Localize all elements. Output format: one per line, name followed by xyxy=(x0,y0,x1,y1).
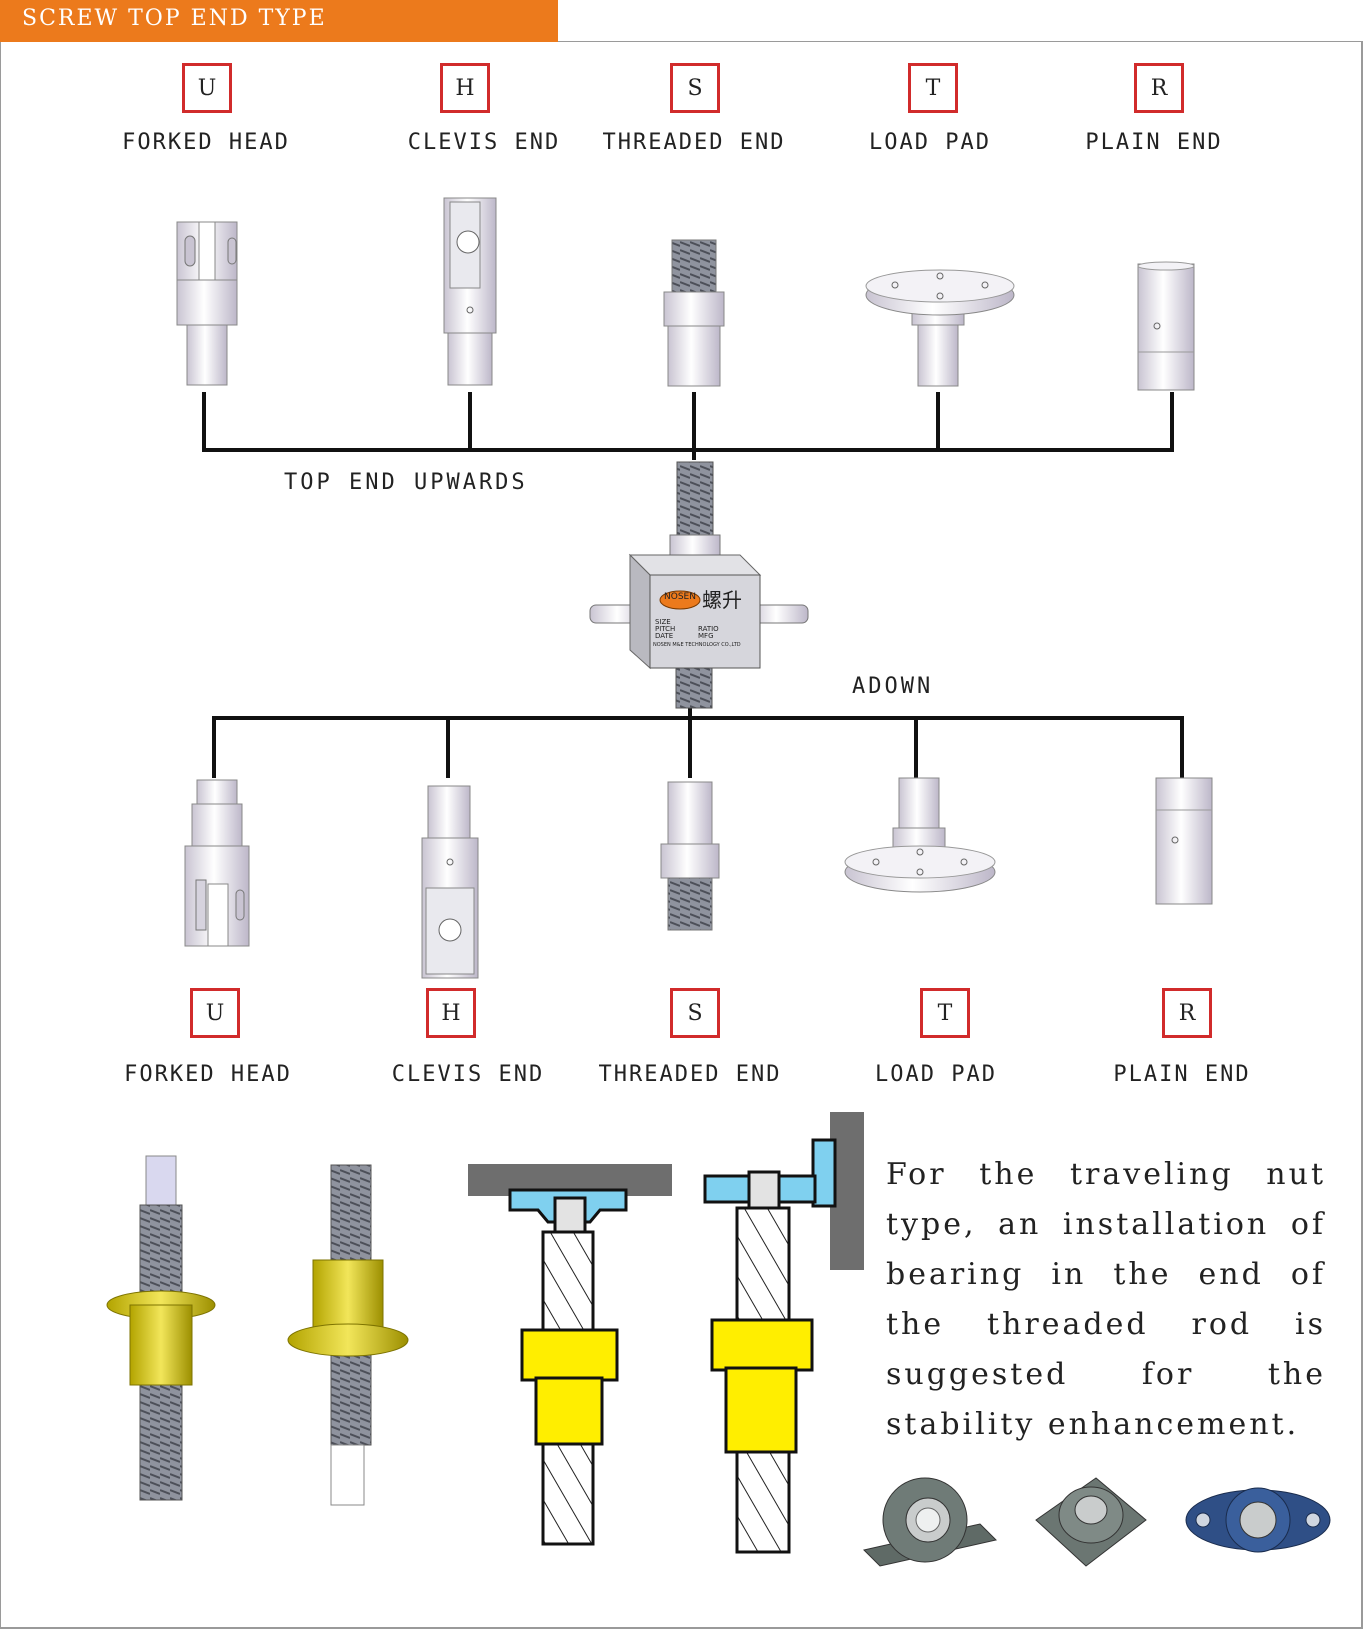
clevis-end-bottom-icon xyxy=(421,785,479,979)
forked-head-bottom-icon xyxy=(184,779,250,947)
type-name-threaded-end-bottom: THREADED END xyxy=(598,1062,782,1087)
code-box-r-top: R xyxy=(1134,63,1184,113)
installation-note: For the traveling nut type, an installat… xyxy=(886,1157,1326,1442)
ceiling-mounted-bearing-schematic-icon xyxy=(468,1164,672,1546)
code-box-s-top: S xyxy=(670,63,720,113)
pillow-block-bearing-icon xyxy=(863,1477,997,1567)
type-name-load-pad-top: LOAD PAD xyxy=(869,130,991,155)
traveling-nut-rod-flange-icon xyxy=(106,1155,216,1501)
gearbox-brand-cn: 螺升 xyxy=(702,588,742,612)
header-rule xyxy=(558,41,1363,42)
forked-head-top-icon xyxy=(176,221,238,386)
code-box-u-top: U xyxy=(182,63,232,113)
type-name-clevis-end-bottom: CLEVIS END xyxy=(391,1062,545,1087)
code-box-s-bottom: S xyxy=(670,988,720,1038)
wall-mounted-bearing-schematic-icon xyxy=(703,1112,864,1554)
code-box-t-bottom: T xyxy=(920,988,970,1038)
gearbox-plate-ratio: RATIO xyxy=(698,625,719,633)
gearbox-plate-date: DATE xyxy=(655,632,674,640)
header-band xyxy=(0,0,558,42)
type-name-forked-head-top: FORKED HEAD xyxy=(122,130,290,155)
code-box-t-top: T xyxy=(908,63,958,113)
square-flange-bearing-icon xyxy=(1035,1477,1147,1567)
load-pad-top-icon xyxy=(865,269,1015,387)
frame-left xyxy=(0,42,1,1629)
type-name-load-pad-bottom: LOAD PAD xyxy=(875,1062,997,1087)
gearbox-plate-size: SIZE xyxy=(655,618,671,626)
gearbox-plate-mfg: MFG xyxy=(698,632,714,640)
type-name-clevis-end-top: CLEVIS END xyxy=(407,130,561,155)
frame-bottom xyxy=(0,1627,1363,1629)
code-box-r-bottom: R xyxy=(1162,988,1212,1038)
plain-end-bottom-icon xyxy=(1155,777,1213,905)
page-title: SCREW TOP END TYPE xyxy=(22,6,327,31)
bottom-connector-lines xyxy=(212,705,1184,778)
frame-right xyxy=(1361,42,1363,1629)
plain-end-top-icon xyxy=(1137,261,1195,391)
type-name-plain-end-top: PLAIN END xyxy=(1085,130,1223,155)
gearbox-brand: NOSEN xyxy=(664,592,696,602)
code-box-h-top: H xyxy=(440,63,490,113)
oval-flange-bearing-icon xyxy=(1185,1487,1331,1553)
clevis-end-top-icon xyxy=(443,197,497,386)
threaded-end-bottom-icon xyxy=(660,781,720,931)
type-name-threaded-end-top: THREADED END xyxy=(602,130,786,155)
screw-jack-gearbox-icon xyxy=(589,461,809,709)
threaded-end-top-icon xyxy=(663,239,725,387)
direction-label-adown: ADOWN xyxy=(852,674,934,699)
type-name-plain-end-bottom: PLAIN END xyxy=(1113,1062,1251,1087)
gearbox-plate-pitch: PITCH xyxy=(655,625,676,633)
load-pad-bottom-icon xyxy=(844,777,996,893)
top-connector-lines xyxy=(202,392,1174,460)
traveling-nut-rod-sleeve-icon xyxy=(287,1164,409,1506)
code-box-u-bottom: U xyxy=(190,988,240,1038)
gearbox-company: NOSEN M&E TECHNOLOGY CO.,LTD xyxy=(653,642,741,648)
direction-label-upwards: TOP END UPWARDS xyxy=(284,470,528,495)
code-box-h-bottom: H xyxy=(426,988,476,1038)
type-name-forked-head-bottom: FORKED HEAD xyxy=(124,1062,292,1087)
